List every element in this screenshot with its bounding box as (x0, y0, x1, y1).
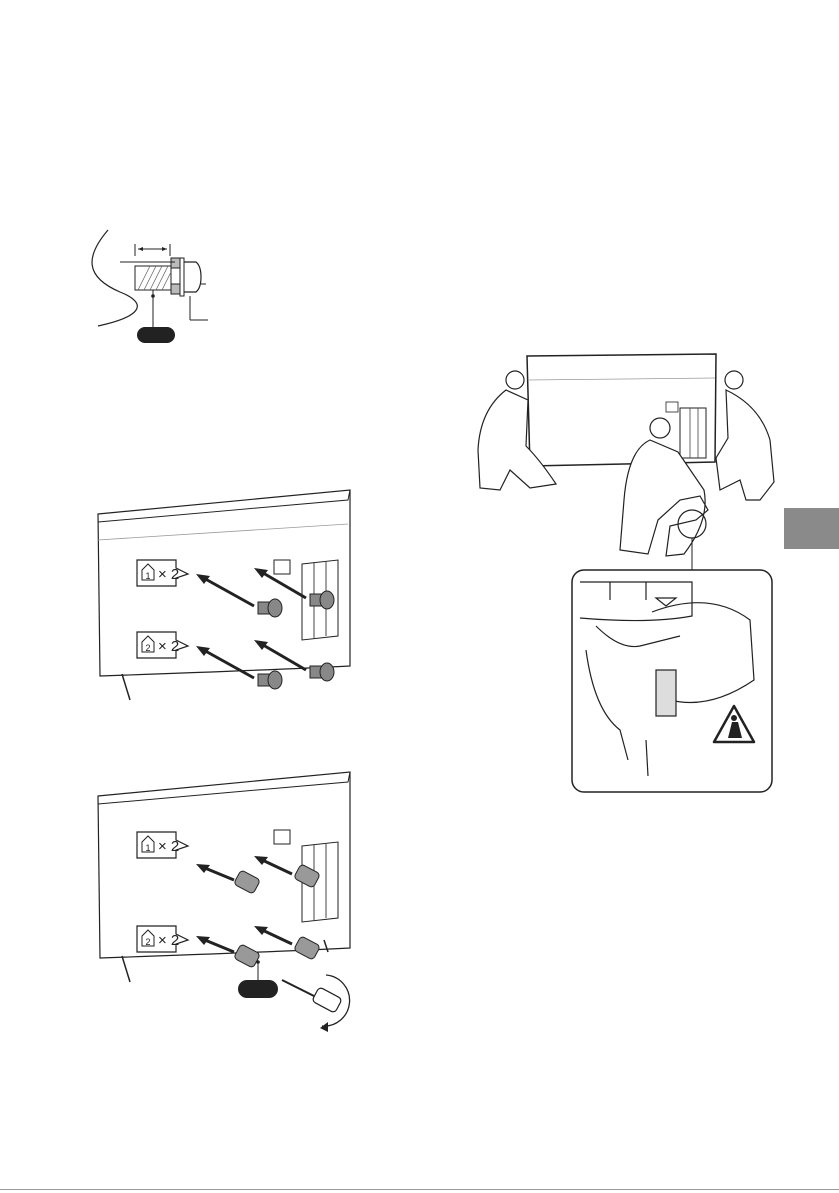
lift-tv-figure (470, 350, 780, 800)
attach-stand-figure: 1 × 2 2 × 2 (92, 770, 362, 1040)
svg-text:2: 2 (145, 937, 150, 947)
callout-qty-2: × 2 (158, 638, 179, 655)
svg-text:2: 2 (145, 643, 150, 653)
svg-text:1: 1 (145, 843, 150, 853)
screw-label-pill (137, 327, 175, 343)
screwdriver-icon (282, 975, 350, 1032)
callout-qty-1: × 2 (158, 838, 179, 855)
section-tab (784, 508, 839, 549)
screw-detail-figure (80, 222, 220, 347)
person-right-icon (716, 371, 774, 500)
callout-qty-1: × 2 (158, 566, 179, 583)
stand-label-pill (238, 980, 278, 998)
callout-qty-2: × 2 (158, 932, 179, 949)
page-bottom-rule (0, 1189, 839, 1190)
attach-screws-figure: 1 × 2 2 × 2 (92, 488, 357, 708)
svg-text:1: 1 (145, 571, 150, 581)
